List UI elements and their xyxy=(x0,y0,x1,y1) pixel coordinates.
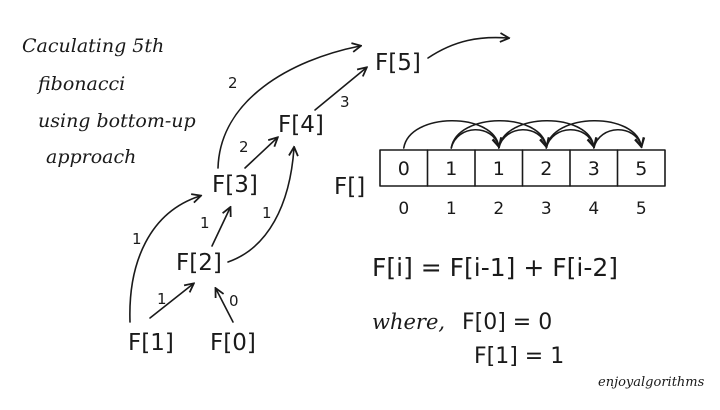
edge-f3-f4 xyxy=(244,138,277,169)
edge-f2-f3 xyxy=(211,208,230,247)
edge-f1-f2 xyxy=(149,284,193,319)
dependency-arc xyxy=(450,120,546,148)
recurrence-formula: F[i] = F[i-1] + F[i-2] xyxy=(372,253,618,282)
edge-weights: 2 3 2 1 1 1 1 0 xyxy=(132,74,350,310)
array-cell-value: 1 xyxy=(445,158,457,180)
array-indices: 0 1 2 3 4 5 xyxy=(398,199,646,219)
array-label: F[] xyxy=(334,174,365,200)
node-f2: F[2] xyxy=(176,250,222,276)
array-index: 3 xyxy=(541,199,552,219)
node-f5: F[5] xyxy=(375,50,421,76)
edge-f2-f4 xyxy=(227,148,294,263)
array-cell-value: 3 xyxy=(588,158,600,180)
array-cells xyxy=(379,149,666,187)
weight-f1-f2: 1 xyxy=(157,290,167,308)
recurrence: F[i] = F[i-1] + F[i-2] where, F[0] = 0 F… xyxy=(372,253,618,369)
array-index: 1 xyxy=(446,199,457,219)
title-line-4: approach xyxy=(46,146,136,168)
array-cell-value: 2 xyxy=(540,158,552,180)
node-f1: F[1] xyxy=(128,330,174,356)
array-index: 5 xyxy=(636,199,647,219)
weight-f1-f3: 1 xyxy=(132,230,142,248)
array-index: 0 xyxy=(398,199,409,219)
title-line-3: using bottom-up xyxy=(38,110,196,132)
weight-f3-f4: 2 xyxy=(239,138,249,156)
tree-edges xyxy=(129,38,508,323)
title-line-1: Caculating 5th xyxy=(22,35,164,57)
base-case-1: F[1] = 1 xyxy=(474,344,564,369)
edge-f0-f2 xyxy=(216,289,234,323)
dp-array: F[] 0 1 1 2 3 5 0 1 2 3 4 5 xyxy=(334,120,666,219)
dependency-arc xyxy=(545,120,641,148)
dependency-arc xyxy=(497,120,594,148)
weight-f2-f4: 1 xyxy=(262,204,272,222)
node-f0: F[0] xyxy=(210,330,256,356)
edge-f1-f3 xyxy=(129,196,200,323)
weight-f3-f5: 2 xyxy=(228,74,238,92)
dependency-arc xyxy=(402,120,499,148)
where-label: where, xyxy=(372,310,445,334)
weight-f2-f3: 1 xyxy=(200,214,210,232)
array-index: 2 xyxy=(493,199,504,219)
array-cell-value: 5 xyxy=(635,158,647,180)
array-cell-value: 1 xyxy=(493,158,505,180)
weight-f0-f2: 0 xyxy=(229,292,239,310)
node-f4: F[4] xyxy=(278,112,324,138)
array-values: 0 1 1 2 3 5 xyxy=(398,158,648,180)
edge-f5-out xyxy=(427,38,508,59)
weight-f4-f5: 3 xyxy=(340,93,350,111)
array-index: 4 xyxy=(588,199,599,219)
array-dependency-arcs xyxy=(402,120,642,148)
edge-f3-f5 xyxy=(217,46,360,169)
array-cell-value: 0 xyxy=(398,158,410,180)
title-line-2: fibonacci xyxy=(36,73,125,95)
edge-f4-f5 xyxy=(314,68,366,111)
watermark-text: enjoyalgorithms xyxy=(598,375,705,390)
title-block: Caculating 5th fibonacci using bottom-up… xyxy=(22,35,196,168)
tree-nodes: F[5] F[4] F[3] F[2] F[1] F[0] xyxy=(128,50,421,356)
node-f3: F[3] xyxy=(212,172,258,198)
base-case-0: F[0] = 0 xyxy=(462,310,552,335)
